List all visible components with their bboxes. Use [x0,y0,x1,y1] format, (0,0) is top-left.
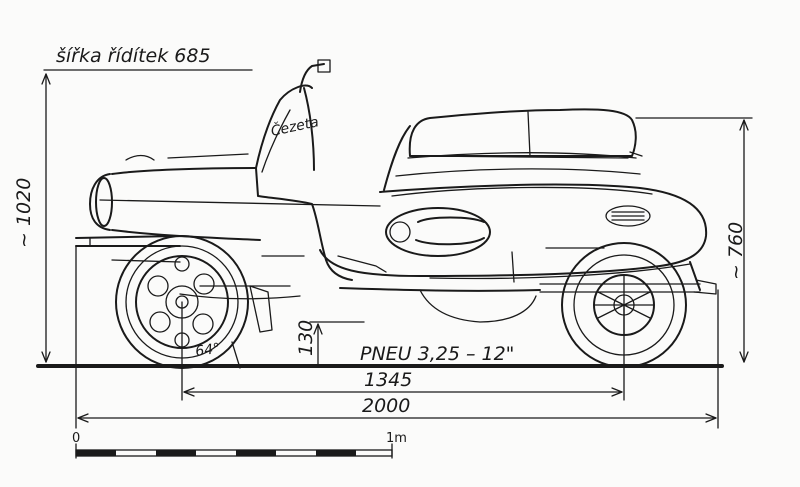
steering-angle-line [231,341,241,369]
seat-height-label: ~ 760 [725,222,747,280]
seat [408,108,643,159]
overall-height-label: ~ 1020 [13,178,35,248]
steering-angle-label: 64° [194,341,221,360]
wheelbase-dimension [181,301,625,401]
wheelbase-label: 1345 [364,369,412,391]
scale-bar-end-label: 1m [386,431,407,446]
handlebar-width-label: šířka řídítek 685 [56,45,211,67]
scale-bar-start-label: 0 [72,431,80,446]
overall-length-label: 2000 [362,395,410,417]
rear-wheel [111,235,249,369]
front-fairing [319,125,717,295]
rear-body [75,59,701,333]
tyre-label: PNEU 3,25 – 12" [360,343,514,365]
overall-length-dimension [75,245,719,429]
seat-height-dimension [635,117,753,363]
overall-height-dimension [41,73,51,363]
ground-clearance-label: 130 [295,320,317,356]
ground-clearance-dimension [309,321,365,365]
scale-bar [75,443,393,459]
